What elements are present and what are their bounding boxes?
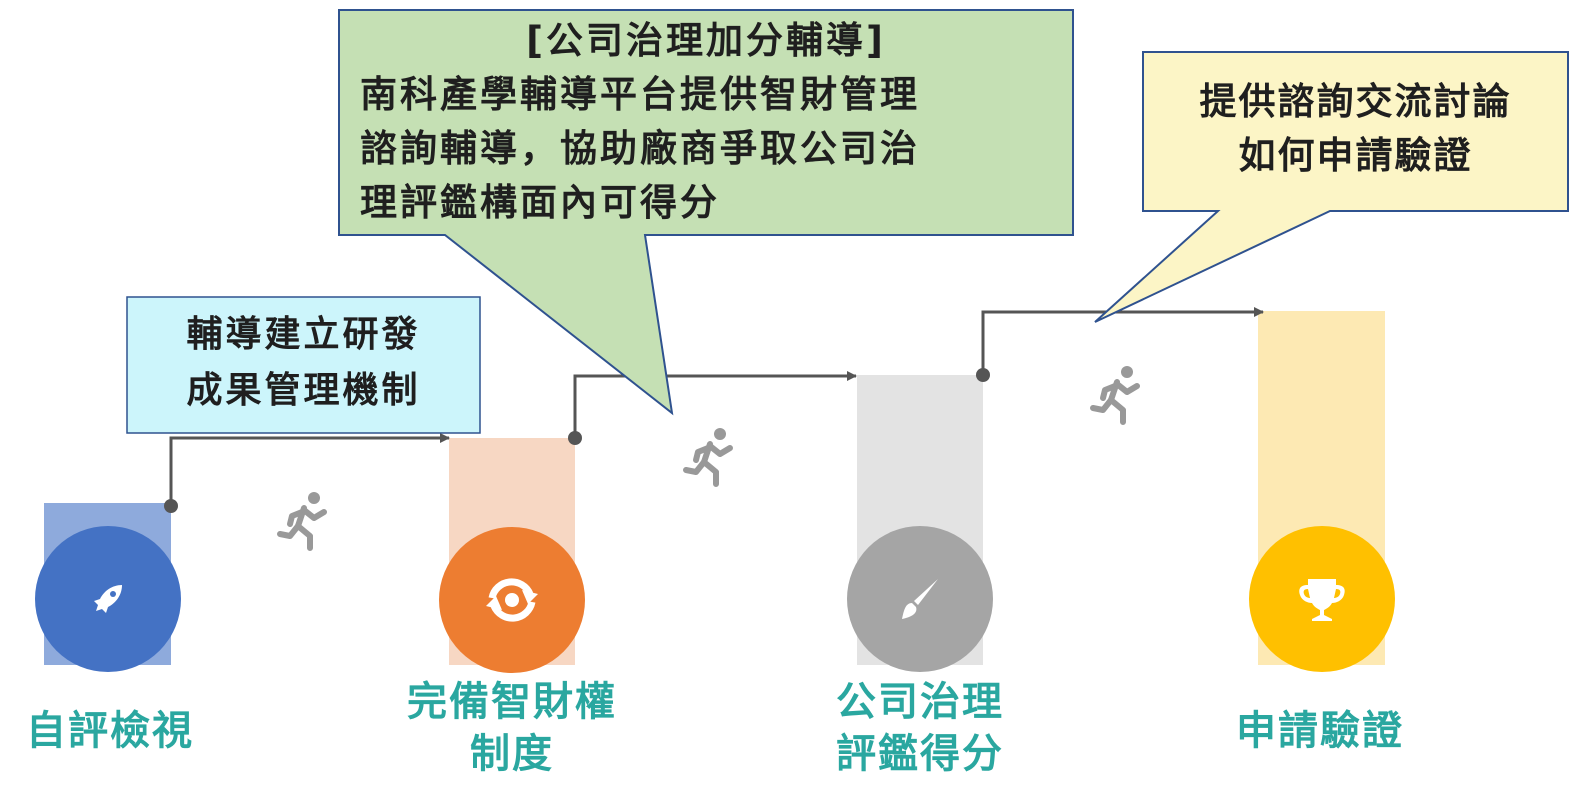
step-label-4-line1: 申請驗證 bbox=[1236, 708, 1404, 754]
step-label-2: 完備智財權 制度 bbox=[372, 676, 652, 780]
step-label-2-line1: 完備智財權 bbox=[407, 679, 617, 725]
cycle-icon bbox=[486, 578, 538, 622]
governance-callout-line2: 南科產學輔導平台提供智財管理 bbox=[360, 73, 920, 116]
connector-arrow-2 bbox=[573, 371, 857, 438]
rnd-callout-shape bbox=[126, 296, 481, 434]
step-circle-4 bbox=[1249, 526, 1395, 672]
connector-dot-2 bbox=[568, 431, 582, 445]
rnd-callout: 輔導建立研發 成果管理機制 bbox=[127, 307, 480, 419]
step-label-3: 公司治理 評鑑得分 bbox=[790, 676, 1050, 780]
step-label-2-line2: 制度 bbox=[470, 731, 554, 777]
connector-arrow-1 bbox=[169, 433, 450, 506]
rnd-callout-line2: 成果管理機制 bbox=[186, 370, 421, 411]
consult-callout-line1: 提供諮詢交流討論 bbox=[1199, 80, 1512, 123]
consult-callout-line2: 如何申請驗證 bbox=[1238, 134, 1473, 177]
step-circle-2 bbox=[439, 527, 585, 673]
trophy-icon bbox=[1299, 579, 1345, 621]
connector-arrow-3 bbox=[981, 307, 1264, 375]
step-circle-3 bbox=[847, 526, 993, 672]
governance-callout-line4: 理評鑑構面內可得分 bbox=[360, 181, 720, 224]
governance-callout-shape bbox=[338, 9, 1074, 416]
runner-icon bbox=[277, 492, 327, 551]
consult-callout: 提供諮詢交流討論 如何申請驗證 bbox=[1143, 75, 1568, 183]
governance-callout: [公司治理加分輔導] 南科產學輔導平台提供智財管理 諮詢輔導，協助廠商爭取公司治… bbox=[345, 14, 1067, 230]
step-label-3-line2: 評鑑得分 bbox=[836, 731, 1004, 777]
connector-dot-1 bbox=[164, 499, 178, 513]
paintbrush-icon bbox=[902, 579, 938, 619]
step-circle-1 bbox=[35, 526, 181, 672]
step-label-1-line1: 自評檢視 bbox=[26, 708, 194, 754]
runner-icon bbox=[683, 428, 733, 487]
rnd-callout-line1: 輔導建立研發 bbox=[186, 314, 421, 355]
rocket-icon bbox=[94, 585, 122, 613]
runner-icon bbox=[1090, 366, 1140, 425]
step-label-1: 自評檢視 bbox=[0, 705, 220, 757]
consult-callout-shape bbox=[1094, 51, 1569, 323]
step-label-4: 申請驗證 bbox=[1190, 705, 1450, 757]
step-label-3-line1: 公司治理 bbox=[836, 679, 1004, 725]
governance-callout-line3: 諮詢輔導，協助廠商爭取公司治 bbox=[360, 127, 920, 170]
governance-callout-title: [公司治理加分輔導] bbox=[526, 19, 886, 62]
connector-dot-3 bbox=[976, 368, 990, 382]
